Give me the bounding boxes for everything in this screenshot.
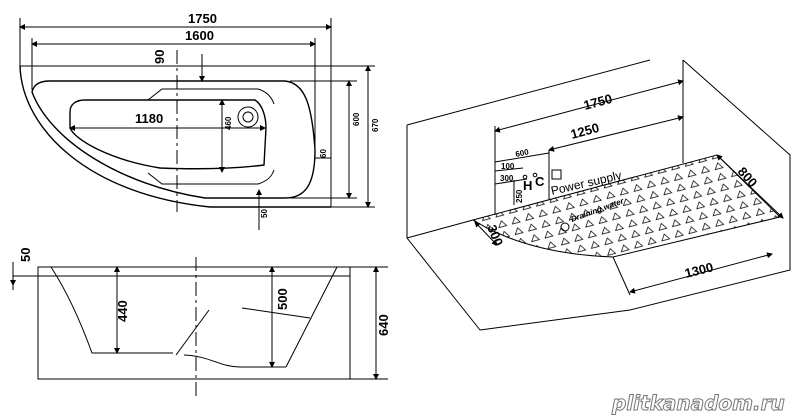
dim-rim-bottom: 50 xyxy=(260,209,269,218)
dim-inner-width: 600 xyxy=(352,112,361,126)
dim-rim-top: 90 xyxy=(152,50,167,64)
drain-icon xyxy=(237,106,259,128)
dim-pipe-span: 1250 xyxy=(569,120,601,142)
side-view: 50 440 500 640 xyxy=(10,248,391,400)
basin-outline xyxy=(69,99,267,170)
watermark: plitkanadom.ru xyxy=(611,391,785,415)
dim-inner-length: 1600 xyxy=(185,28,214,43)
hot-pipe-icon xyxy=(522,174,528,180)
dim-rim-right: 60 xyxy=(319,149,328,158)
dim-pipe-offset: 600 xyxy=(515,147,530,159)
hot-label: H xyxy=(523,178,532,193)
cold-label: C xyxy=(535,174,545,189)
rim-outline xyxy=(31,80,316,199)
dim-overall-width: 670 xyxy=(371,118,380,132)
top-view: 1750 1600 90 1180 460 600 670 60 50 xyxy=(19,11,380,230)
power-socket-icon xyxy=(551,169,562,180)
dim-depth-right: 500 xyxy=(275,288,290,310)
dim-basin-length: 1180 xyxy=(135,111,163,126)
dim-floor-length: 1300 xyxy=(683,259,715,281)
side-outline xyxy=(37,266,351,380)
isometric-view: 1750 1250 600 100 300 250 H C Power supp… xyxy=(406,59,791,331)
dim-overall-height: 640 xyxy=(376,314,391,336)
tub-floor-area xyxy=(471,154,781,258)
dim-basin-width: 460 xyxy=(224,116,233,130)
dim-depth-left: 440 xyxy=(115,300,130,322)
outer-shell-outline xyxy=(19,65,331,208)
dim-pipe-spacing: 100 xyxy=(501,162,515,171)
dim-overall-length: 1750 xyxy=(188,11,217,26)
dim-iso-length: 1750 xyxy=(582,91,614,113)
cold-pipe-icon xyxy=(532,172,538,178)
iso-drain-icon xyxy=(560,222,570,232)
dim-pipe-height: 300 xyxy=(500,174,514,183)
dim-pipe-low: 250 xyxy=(515,189,524,203)
dim-rim-thickness: 50 xyxy=(18,248,33,262)
